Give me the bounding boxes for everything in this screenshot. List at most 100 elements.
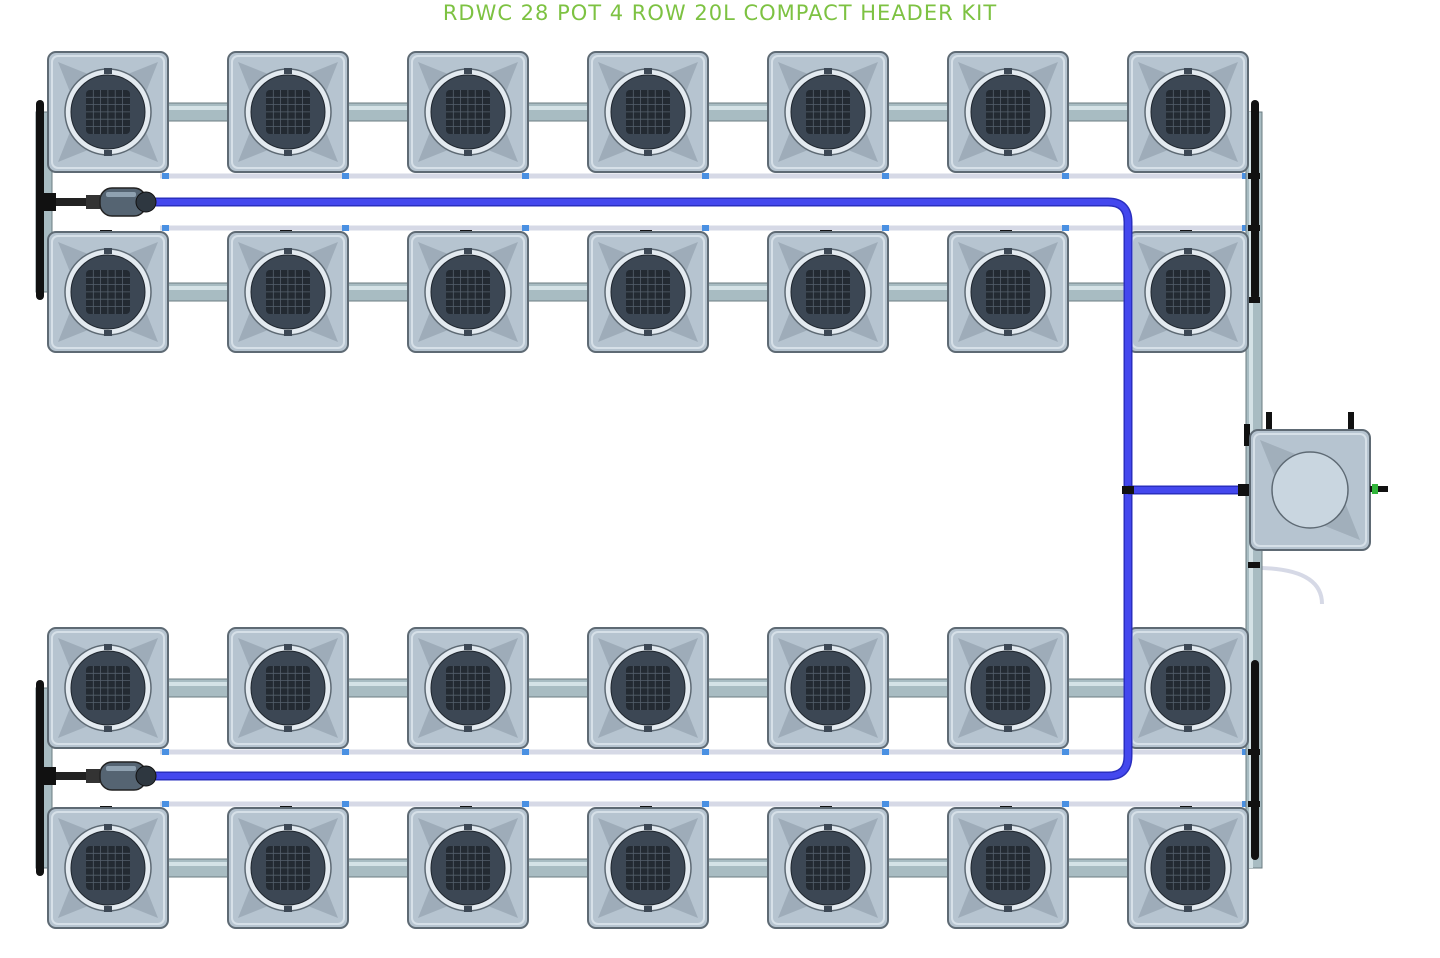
hose-connector (1062, 801, 1069, 807)
pot (227, 627, 349, 749)
lid-tab (1184, 330, 1192, 336)
lid-tab (104, 906, 112, 912)
pumps (38, 187, 157, 791)
lid-tab (104, 248, 112, 254)
pot-rim (231, 631, 345, 745)
pot-rim (771, 811, 885, 925)
lid-tab (1184, 906, 1192, 912)
hose-connector (522, 801, 529, 807)
pot-rim (951, 811, 1065, 925)
lid-tab (1184, 150, 1192, 156)
pot (587, 807, 709, 929)
trunk-fitting (1248, 562, 1260, 568)
lid-tab (464, 644, 472, 650)
lid-tab (824, 644, 832, 650)
pump-intake (135, 765, 157, 787)
header-rim (1253, 433, 1367, 547)
pot (47, 807, 169, 929)
pot (587, 51, 709, 173)
header-lid (1271, 451, 1349, 529)
lid-tab (824, 68, 832, 74)
lid-tab (464, 330, 472, 336)
lid-tab (104, 726, 112, 732)
lid-tab (644, 248, 652, 254)
hose-connector (882, 173, 889, 179)
pot (47, 627, 169, 749)
pump-outlet-fitting (38, 193, 56, 211)
pot (1127, 627, 1249, 749)
pot (947, 231, 1069, 353)
hose-connector (882, 801, 889, 807)
pot (407, 51, 529, 173)
pot-rim (771, 631, 885, 745)
header-inlet-fitting (1238, 484, 1250, 496)
pump-outlet-fitting (38, 767, 56, 785)
lid-tab (284, 824, 292, 830)
hose-connector (1062, 173, 1069, 179)
hose-connector (162, 225, 169, 231)
pot-rim (51, 235, 165, 349)
lid-tab (644, 726, 652, 732)
header-vent-right (1348, 412, 1354, 432)
lid-tab (824, 150, 832, 156)
lid-tab (464, 68, 472, 74)
pot (767, 627, 889, 749)
hose-connector (702, 749, 709, 755)
header-drain-hose (1261, 566, 1324, 605)
pot (227, 807, 349, 929)
pot (587, 231, 709, 353)
lid-tab (1184, 248, 1192, 254)
hose-connector (882, 749, 889, 755)
lid-tab (1004, 150, 1012, 156)
trunk-fitting (1248, 297, 1260, 303)
pot-rim (51, 55, 165, 169)
lid-tab (824, 330, 832, 336)
hose-connector (882, 225, 889, 231)
hose-connector (702, 225, 709, 231)
pump-hose-adapter (56, 772, 86, 780)
lid-tab (284, 248, 292, 254)
hose-connector (522, 173, 529, 179)
pot (407, 231, 529, 353)
pot (407, 807, 529, 929)
pot (947, 51, 1069, 173)
lid-tab (644, 330, 652, 336)
pump-coupler (86, 195, 100, 209)
header-tank (1244, 412, 1388, 551)
pot-rim (51, 631, 165, 745)
pot (947, 627, 1069, 749)
pump-top (38, 187, 157, 217)
lid-tab (824, 906, 832, 912)
pot (767, 807, 889, 929)
hose-connector (1062, 225, 1069, 231)
pot (767, 51, 889, 173)
pot-rim (1131, 811, 1245, 925)
lid-tab (1004, 906, 1012, 912)
lid-tab (1004, 330, 1012, 336)
lid-tab (1004, 248, 1012, 254)
pot-rim (231, 235, 345, 349)
trunk-fitting (1248, 173, 1260, 179)
lid-tab (1184, 644, 1192, 650)
lid-tab (464, 726, 472, 732)
header-valve-knob (1372, 484, 1378, 494)
pot-rim (231, 811, 345, 925)
hose-connector (342, 749, 349, 755)
pot-rim (951, 631, 1065, 745)
hose-connector (1062, 749, 1069, 755)
lid-tab (824, 726, 832, 732)
lid-tab (644, 644, 652, 650)
pot (227, 231, 349, 353)
pot-rim (231, 55, 345, 169)
lid-tab (284, 644, 292, 650)
pot-rim (771, 55, 885, 169)
pot-rim (591, 811, 705, 925)
lid-tab (284, 726, 292, 732)
lid-tab (284, 150, 292, 156)
pump-intake (135, 191, 157, 213)
pot-rim (591, 631, 705, 745)
hose-connector (522, 225, 529, 231)
lid-tab (464, 248, 472, 254)
lid-tab (284, 330, 292, 336)
